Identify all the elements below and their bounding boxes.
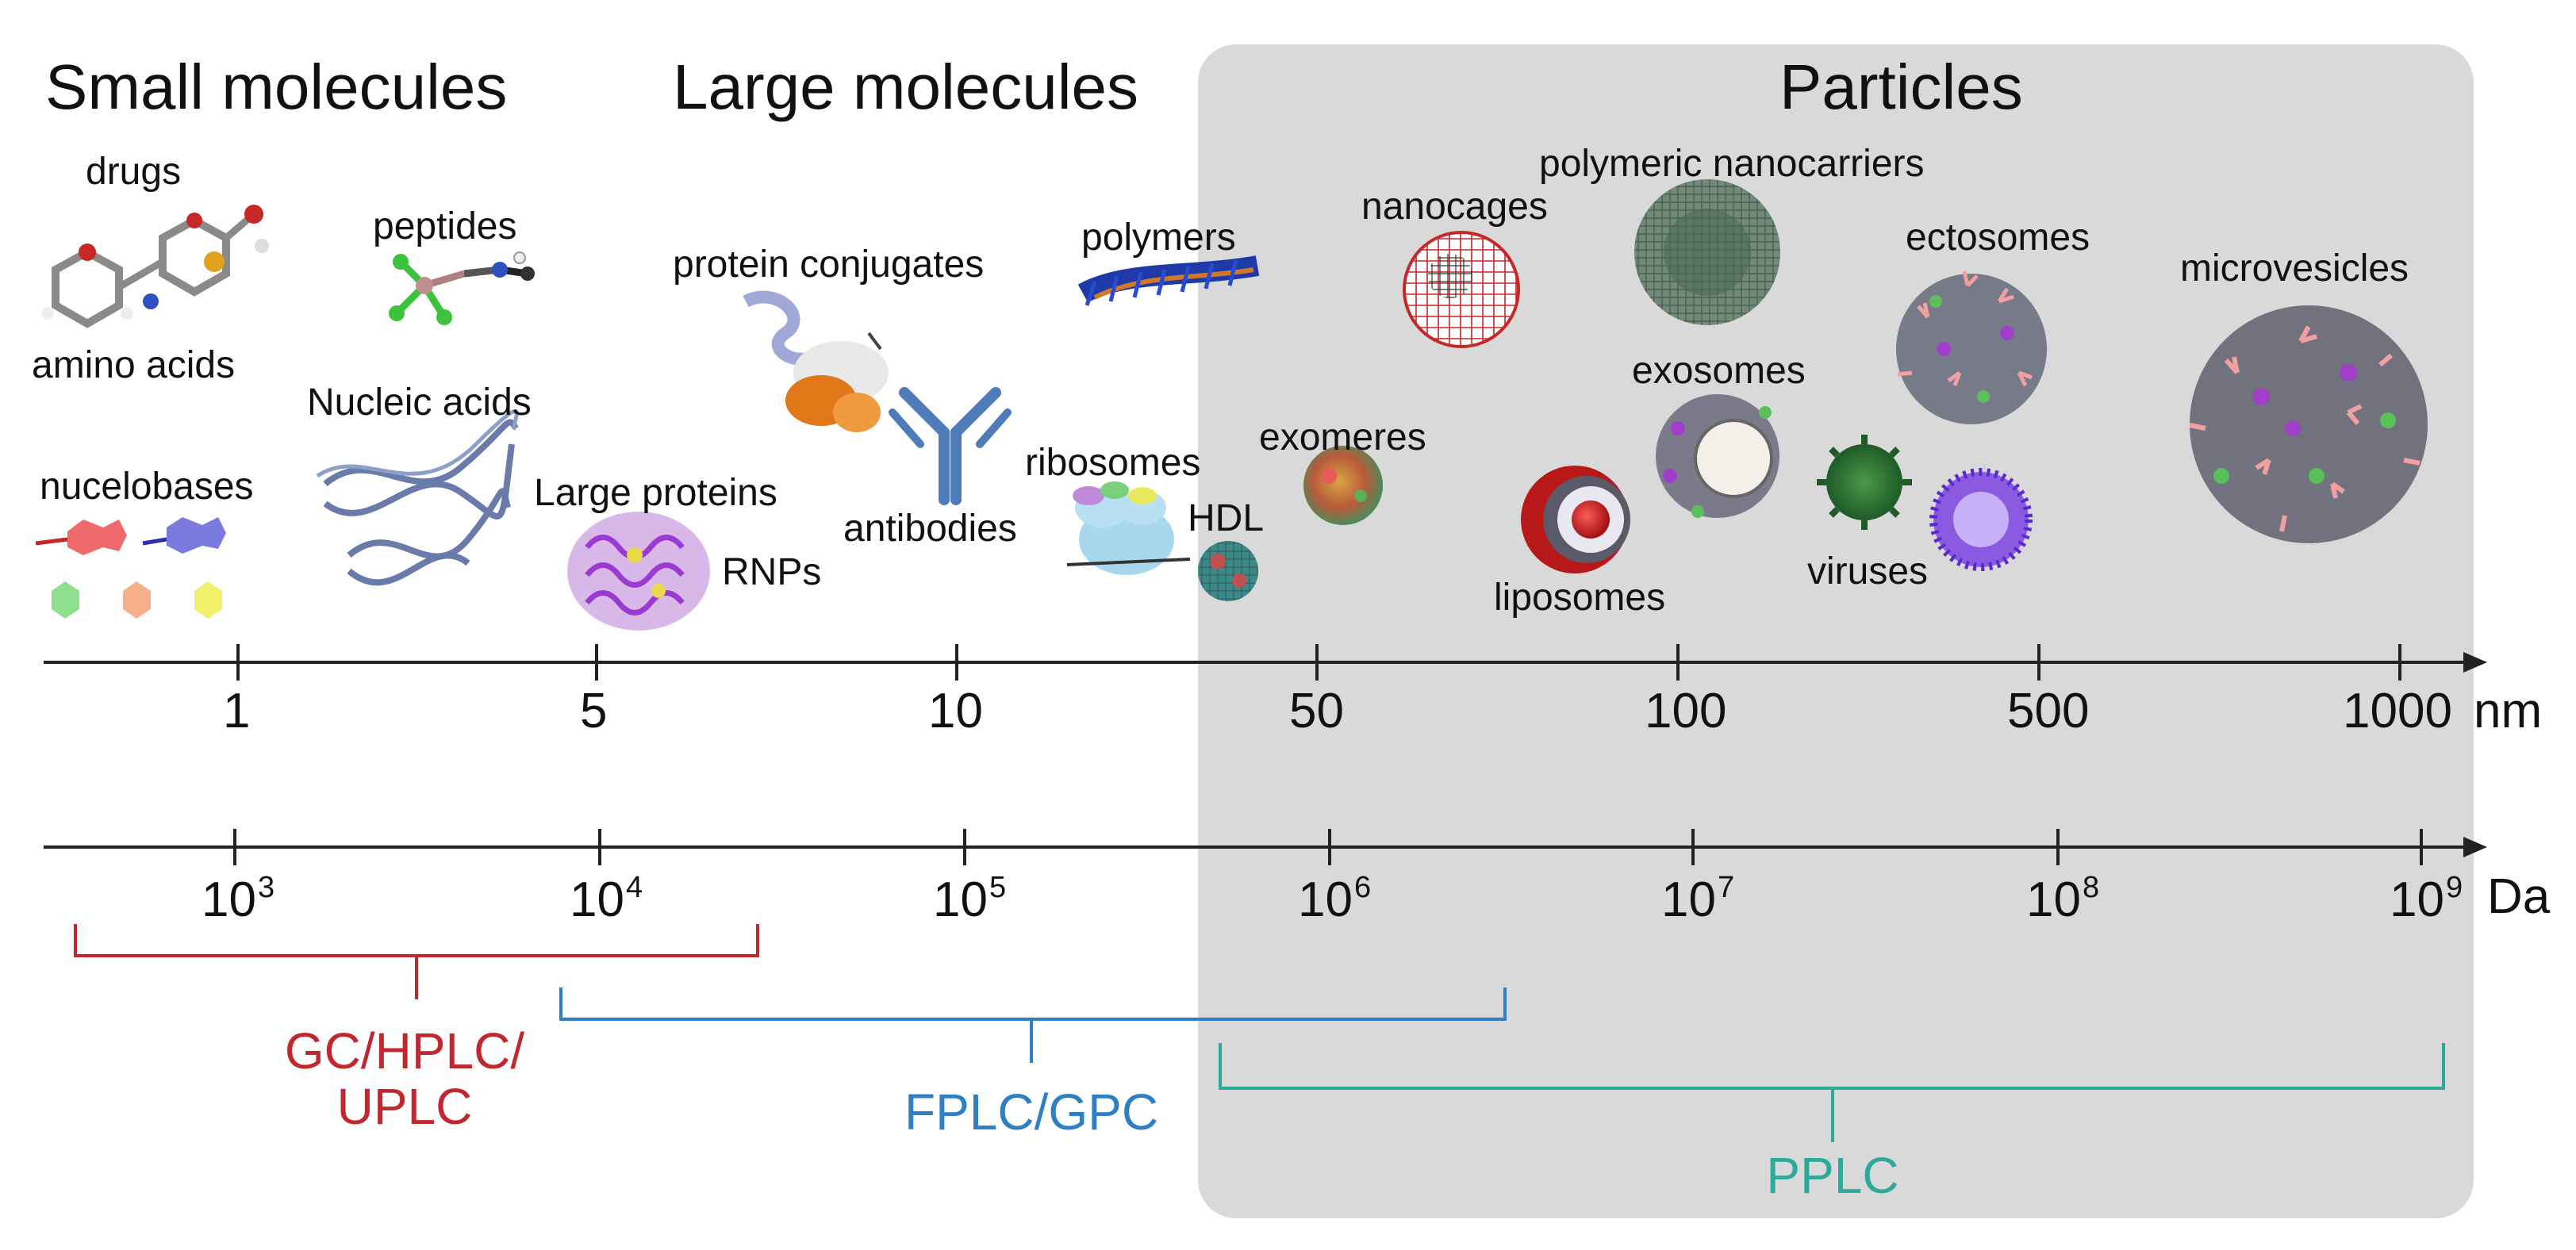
virus-purple-icon xyxy=(1929,468,2033,571)
nm-tick-label: 1 xyxy=(223,684,251,738)
label-liposomes: liposomes xyxy=(1494,577,1666,619)
label-nanocages: nanocages xyxy=(1361,186,1548,228)
protein-conjugate-icon xyxy=(743,290,889,432)
nm-axis xyxy=(44,644,2487,681)
da-unit-label: Da xyxy=(2487,869,2551,924)
small-molecules-header: Small molecules xyxy=(45,52,508,122)
label-protein-conjugates: protein conjugates xyxy=(673,243,985,286)
particles-region xyxy=(1198,44,2474,1218)
pplc-bracket xyxy=(1219,1043,2445,1142)
gc-bracket xyxy=(74,924,759,999)
label-nucelobases: nucelobases xyxy=(40,466,254,508)
label-peptides: peptides xyxy=(373,205,517,247)
label-exomeres: exomeres xyxy=(1259,416,1426,458)
label-hdl: HDL xyxy=(1188,497,1265,539)
label-exosomes: exosomes xyxy=(1632,350,1806,392)
liposome-icon xyxy=(1521,466,1630,573)
label-polymeric-nanocarriers: polymeric nanocarriers xyxy=(1539,143,1925,185)
hdl-icon xyxy=(1198,541,1258,601)
da-tick-label: 108 xyxy=(2026,871,2100,927)
nm-tick-label: 5 xyxy=(580,684,608,738)
label-nucleic-acids: Nucleic acids xyxy=(307,382,532,424)
virus-green-icon xyxy=(1817,435,1912,530)
fplc-bracket xyxy=(559,987,1507,1063)
large-protein-icon xyxy=(567,512,710,631)
exosome-icon xyxy=(1656,394,1779,518)
label-polymers: polymers xyxy=(1081,217,1236,259)
nm-tick-label: 1000 xyxy=(2343,684,2452,738)
drug-molecule-icon xyxy=(41,205,269,328)
da-tick-label: 104 xyxy=(570,871,643,927)
ectosome-icon xyxy=(1896,270,2047,424)
da-tick-label: 107 xyxy=(1661,871,1735,927)
peptide-icon xyxy=(389,251,535,325)
da-tick-label: 109 xyxy=(2390,871,2463,927)
da-tick-label: 106 xyxy=(1298,871,1372,927)
label-large-proteins: Large proteins xyxy=(534,472,777,514)
nm-unit-label: nm xyxy=(2474,684,2543,738)
microvesicle-icon xyxy=(2189,305,2428,543)
label-drugs: drugs xyxy=(86,151,182,193)
da-tick-label: 103 xyxy=(202,871,275,927)
label-ribosomes: ribosomes xyxy=(1025,442,1201,484)
gc-hplc-label: GC/HPLC/ UPLC xyxy=(284,1022,525,1136)
nm-tick-label: 100 xyxy=(1645,684,1727,738)
label-amino-acids: amino acids xyxy=(32,344,236,386)
label-rnps: RNPs xyxy=(722,551,822,593)
pplc-label: PPLC xyxy=(1766,1147,1899,1204)
antibody-icon xyxy=(889,387,1012,505)
label-viruses: viruses xyxy=(1807,550,1929,592)
nucleobases-icon xyxy=(35,517,226,619)
ribosome-icon xyxy=(1066,481,1191,575)
label-microvesicles: microvesicles xyxy=(2180,247,2409,289)
nm-tick-label: 500 xyxy=(2007,684,2090,738)
nm-tick-label: 10 xyxy=(928,684,983,738)
label-antibodies: antibodies xyxy=(843,508,1017,550)
particles-header: Particles xyxy=(1779,52,2023,122)
large-molecules-header: Large molecules xyxy=(673,52,1138,122)
nanocage-icon xyxy=(1403,231,1520,348)
da-tick-label: 105 xyxy=(933,871,1007,927)
polymeric-nanocarrier-icon xyxy=(1634,179,1780,325)
nm-tick-label: 50 xyxy=(1289,684,1344,738)
label-ectosomes: ectosomes xyxy=(1906,217,2090,259)
fplc-gpc-label: FPLC/GPC xyxy=(904,1083,1159,1141)
da-axis xyxy=(44,829,2487,865)
dna-helix-icon xyxy=(316,409,519,586)
exomere-icon xyxy=(1303,446,1383,525)
polymer-icon xyxy=(1077,255,1260,306)
